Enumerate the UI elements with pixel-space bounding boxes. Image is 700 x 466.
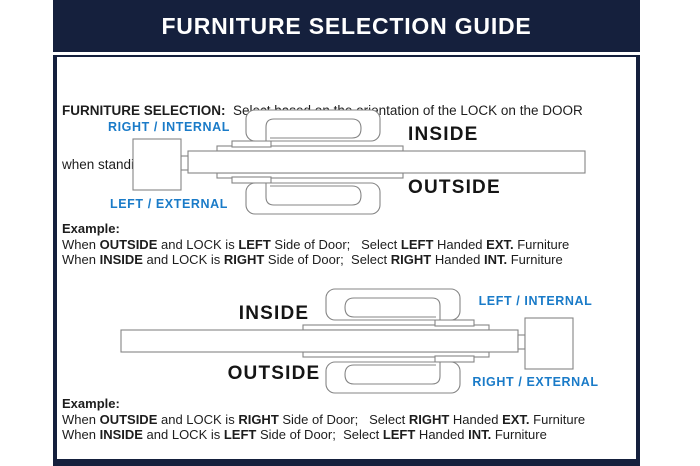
lock-box bbox=[132, 138, 182, 191]
lever-handle-top-inner bbox=[344, 297, 441, 320]
example-block-2: Example: When OUTSIDE and LOCK is RIGHT … bbox=[62, 396, 637, 443]
lever-handle-top-inner bbox=[265, 118, 362, 141]
door-diagram-lock-left bbox=[132, 109, 586, 215]
lever-handle-bottom-inner bbox=[265, 183, 362, 206]
example2-heading: Example: bbox=[62, 396, 120, 411]
example2-line-2: When INSIDE and LOCK is LEFT Side of Doo… bbox=[62, 427, 547, 443]
latch-bolt bbox=[517, 334, 526, 350]
latch-bolt bbox=[180, 155, 189, 171]
door-panel bbox=[120, 329, 519, 353]
lever-handle-top-outline bbox=[325, 288, 461, 321]
lever-handle-top-outline bbox=[245, 109, 381, 142]
handle-collar-top bbox=[434, 319, 475, 327]
page-title: FURNITURE SELECTION GUIDE bbox=[161, 12, 532, 39]
example-block-1: Example: When OUTSIDE and LOCK is LEFT S… bbox=[62, 221, 637, 268]
diagram1-top-handing-label: RIGHT / INTERNAL bbox=[107, 120, 231, 134]
diagram2-top-handing-label: LEFT / INTERNAL bbox=[478, 294, 593, 308]
example1-heading: Example: bbox=[62, 221, 120, 236]
diagram2-outside-label: OUTSIDE bbox=[227, 363, 321, 384]
example2-line-1: When OUTSIDE and LOCK is RIGHT Side of D… bbox=[62, 411, 586, 427]
door-panel bbox=[187, 150, 586, 174]
lock-box bbox=[524, 317, 574, 370]
diagram2-bottom-handing-label: RIGHT / EXTERNAL bbox=[472, 375, 599, 389]
diagram1-outside-label: OUTSIDE bbox=[408, 177, 501, 198]
lever-handle-bottom-outline bbox=[325, 361, 461, 394]
handle-collar-top bbox=[231, 140, 272, 148]
header-bar: FURNITURE SELECTION GUIDE bbox=[53, 0, 640, 52]
diagram1-inside-label: INSIDE bbox=[408, 124, 479, 145]
diagram2-inside-label: INSIDE bbox=[238, 303, 310, 324]
lever-handle-bottom-outline bbox=[245, 182, 381, 215]
lever-handle-bottom-inner bbox=[344, 362, 441, 385]
example1-line-1: When OUTSIDE and LOCK is LEFT Side of Do… bbox=[62, 236, 570, 252]
example1-line-2: When INSIDE and LOCK is RIGHT Side of Do… bbox=[62, 252, 563, 268]
handle-collar-bottom bbox=[231, 176, 272, 184]
diagram1-bottom-handing-label: LEFT / EXTERNAL bbox=[109, 197, 229, 211]
handle-collar-bottom bbox=[434, 355, 475, 363]
door-diagram-lock-right bbox=[120, 288, 574, 394]
